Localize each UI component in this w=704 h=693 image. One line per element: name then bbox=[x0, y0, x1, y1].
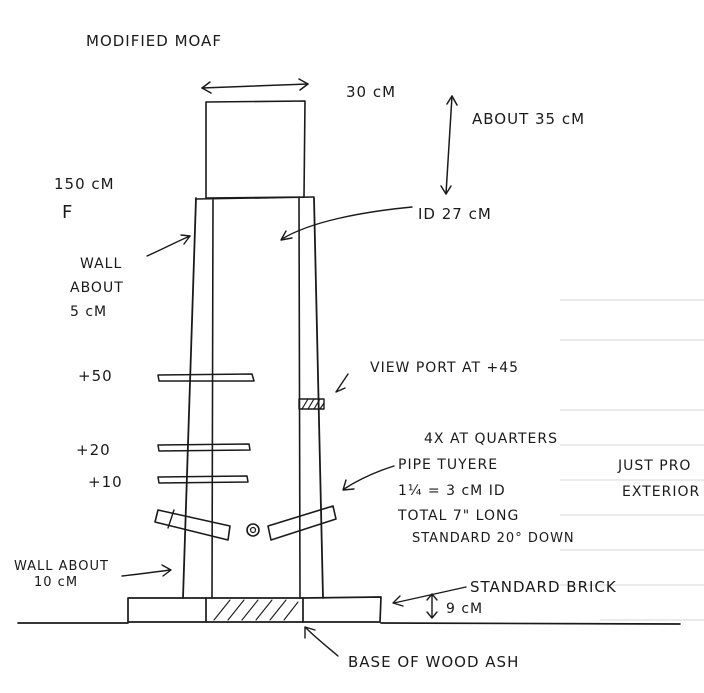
brick-arrow bbox=[393, 586, 467, 604]
inner-diameter-label: ID 27 cM bbox=[418, 205, 492, 223]
id-arrow bbox=[281, 206, 413, 240]
wall-note-line2: ABOUT bbox=[70, 280, 124, 296]
base-wall-note-line1: WALL ABOUT bbox=[14, 559, 109, 574]
top-height-label: ABOUT 35 cM bbox=[472, 110, 585, 128]
notebook-ruling bbox=[560, 299, 704, 621]
height-label: 150 cM bbox=[54, 175, 115, 193]
wall-arrow bbox=[146, 235, 191, 257]
brick-height-arrow bbox=[426, 593, 438, 619]
height-mark: F bbox=[62, 202, 73, 223]
tuyere-label-line3: TOTAL 7" LONG bbox=[397, 508, 519, 524]
ash-arrow bbox=[305, 627, 339, 657]
chimney-walls bbox=[182, 196, 324, 599]
project-note-line1: JUST PRO bbox=[617, 458, 691, 474]
top-extension bbox=[201, 78, 458, 199]
level-50-label: +50 bbox=[78, 367, 113, 385]
base-wall-note-line2: 10 cM bbox=[34, 575, 78, 590]
tuyere-label-line4: STANDARD 20° DOWN bbox=[412, 531, 575, 546]
brick-height-label: 9 cM bbox=[446, 601, 483, 617]
title: MODIFIED MOAF bbox=[86, 32, 222, 50]
ash-base-label: BASE OF WOOD ASH bbox=[348, 653, 519, 671]
quarters-label: 4X AT QUARTERS bbox=[424, 431, 558, 447]
top-width-label: 30 cM bbox=[346, 83, 396, 101]
brick-label: STANDARD BRICK bbox=[470, 578, 617, 596]
wall-note-line1: WALL bbox=[80, 256, 122, 272]
ground-line bbox=[17, 622, 681, 625]
level-markers bbox=[157, 373, 255, 484]
view-port bbox=[298, 373, 349, 410]
project-note-line2: EXTERIOR bbox=[622, 484, 700, 500]
level-20-label: +20 bbox=[76, 441, 111, 459]
tuyere-label-line2: 1¼ = 3 cM ID bbox=[398, 483, 506, 499]
base-bricks bbox=[127, 596, 382, 623]
view-port-label: VIEW PORT AT +45 bbox=[370, 360, 519, 376]
wall-note-line3: 5 cM bbox=[70, 304, 107, 320]
tuyere-arrow bbox=[343, 465, 395, 490]
level-10-label: +10 bbox=[88, 473, 123, 491]
base-wall-arrow bbox=[121, 569, 171, 577]
tuyere-pipes bbox=[154, 505, 337, 541]
tuyere-label-line1: PIPE TUYERE bbox=[398, 457, 498, 473]
